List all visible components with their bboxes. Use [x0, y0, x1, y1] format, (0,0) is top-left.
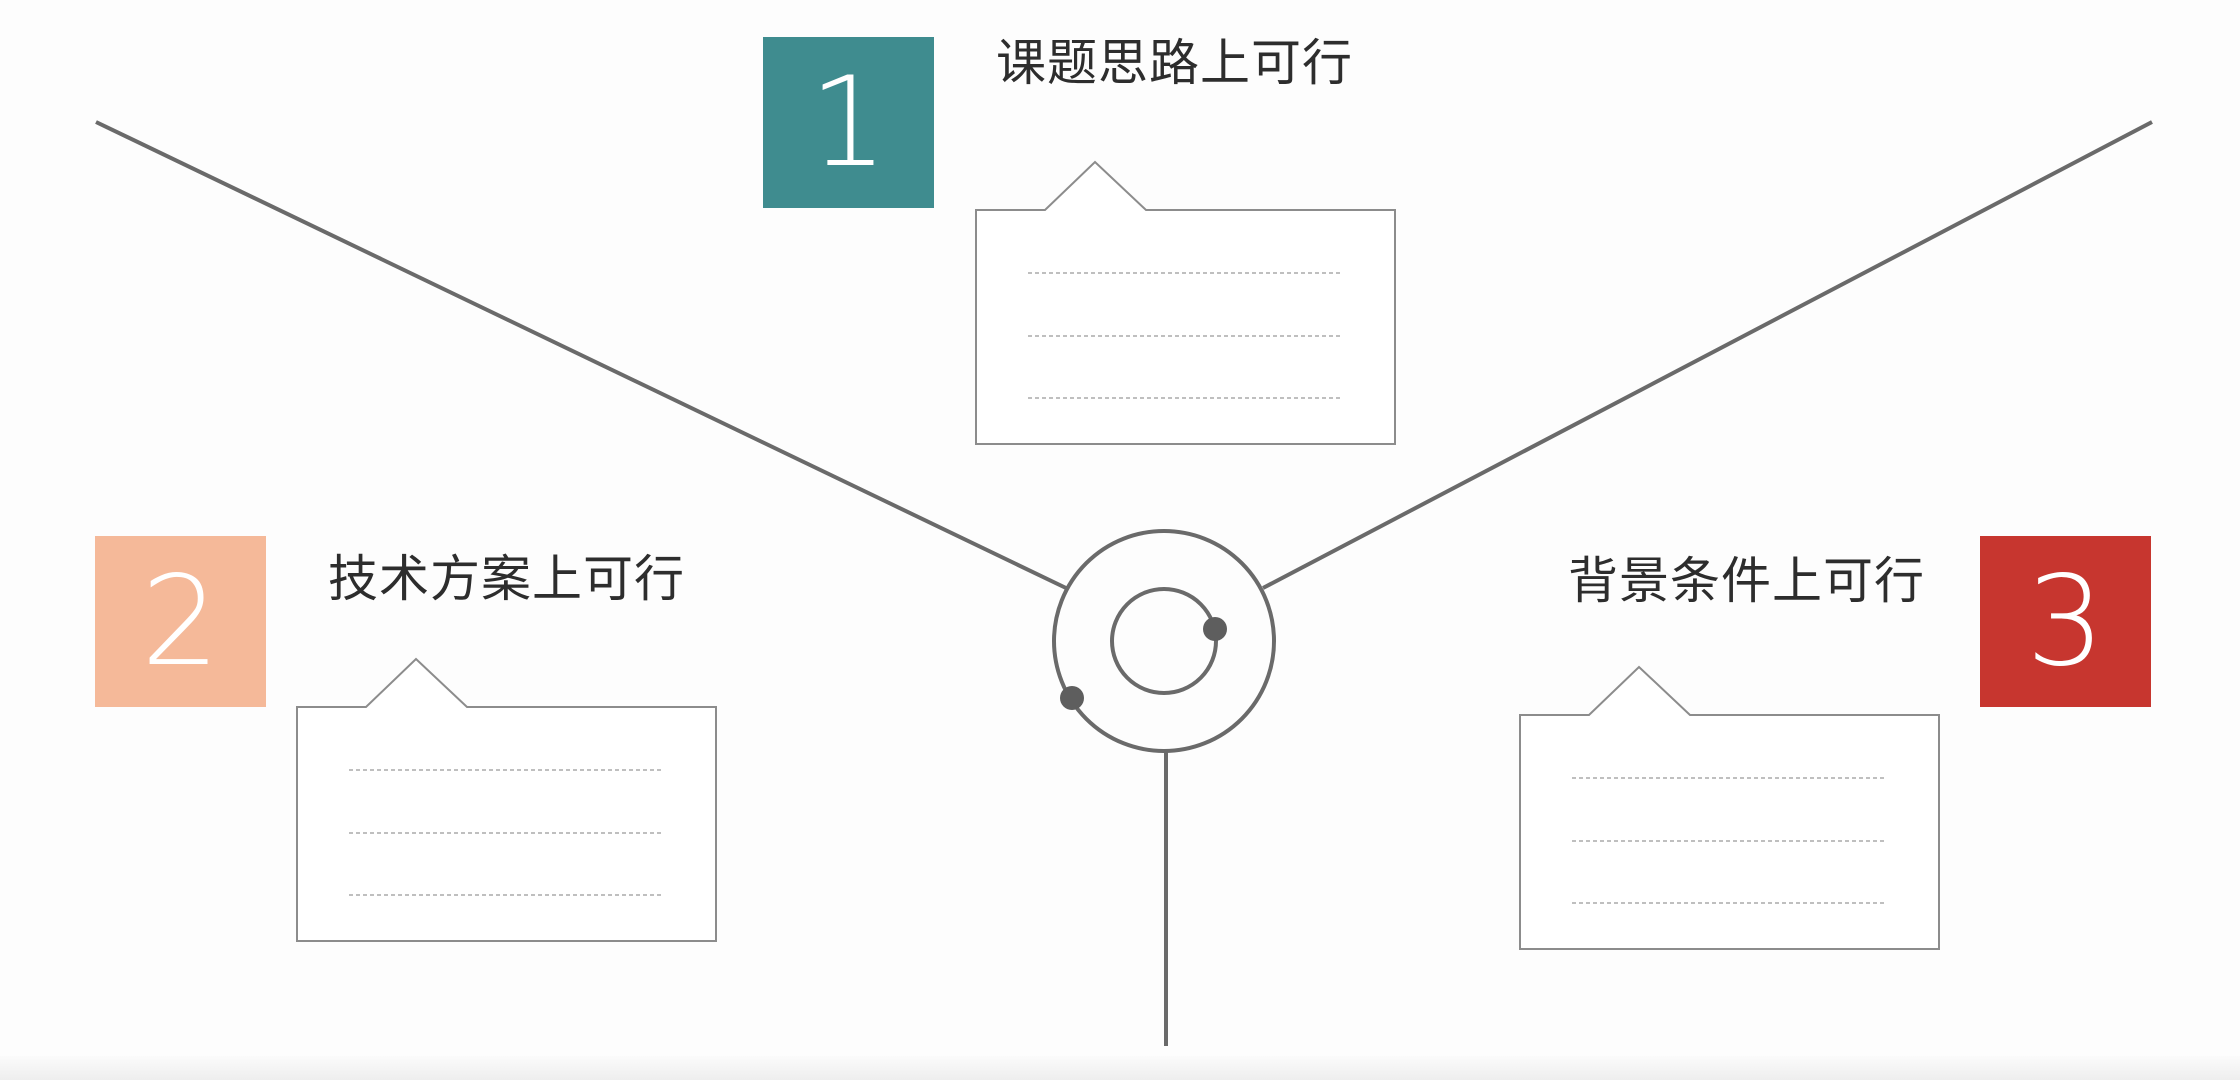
hub-outer-ring	[1052, 529, 1276, 753]
title-2: 技术方案上可行	[328, 550, 685, 608]
bottom-shadow-strip	[0, 1056, 2240, 1080]
number-1-text: 1	[809, 50, 888, 195]
number-badge-1: 1	[763, 37, 934, 208]
hub-dot-inner	[1203, 617, 1227, 641]
hub-dot-outer	[1060, 686, 1084, 710]
callout-box-3	[1519, 665, 1941, 950]
number-badge-3: 3	[1980, 536, 2151, 707]
number-2-text: 2	[141, 549, 220, 694]
title-1: 课题思路上可行	[996, 34, 1353, 92]
title-3: 背景条件上可行	[1568, 552, 1925, 610]
number-3-text: 3	[2026, 549, 2105, 694]
callout-box-1	[975, 160, 1397, 445]
connector-line-right	[1262, 120, 2153, 590]
number-badge-2: 2	[95, 536, 266, 707]
callout-box-2	[296, 657, 718, 942]
connector-line-left	[95, 120, 1067, 590]
hub-inner-ring	[1110, 587, 1218, 695]
